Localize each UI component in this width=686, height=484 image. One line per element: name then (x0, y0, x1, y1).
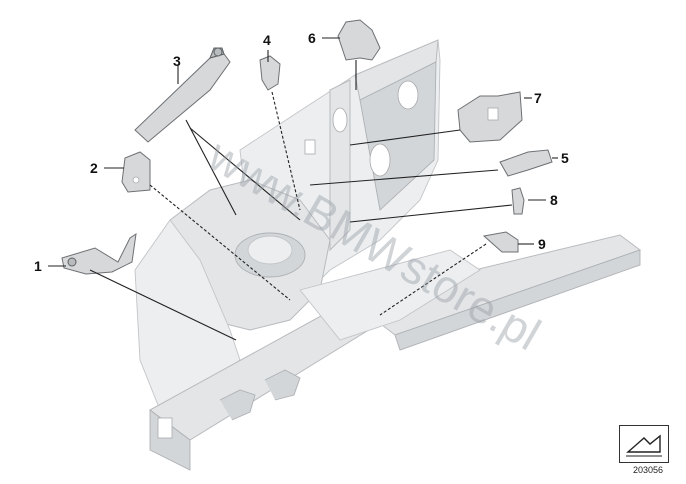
part-3-support (134, 47, 231, 143)
callout-5: 5 (561, 150, 569, 166)
callout-9: 9 (538, 236, 546, 252)
reference-number: 203056 (632, 465, 663, 475)
callout-7: 7 (534, 90, 542, 106)
callout-2: 2 (90, 160, 98, 176)
part-5-bracket (499, 149, 553, 177)
part-2-bracket (121, 151, 151, 193)
arrow-nav-icon (626, 434, 662, 457)
callout-4: 4 (263, 32, 271, 48)
part-8-bracket (511, 187, 525, 215)
part-4-clip (259, 55, 281, 91)
part-6-bracket (337, 19, 381, 61)
front-end-body-structure (134, 39, 642, 471)
callout-3: 3 (173, 53, 181, 69)
part-7-bracket (457, 91, 523, 143)
callout-6: 6 (308, 30, 316, 46)
part-9-clip (482, 231, 519, 253)
callout-1: 1 (34, 258, 42, 274)
part-1-bracket (61, 232, 137, 275)
nav-arrow-box[interactable] (619, 425, 669, 463)
callout-8: 8 (550, 192, 558, 208)
leader-lines (48, 37, 558, 341)
